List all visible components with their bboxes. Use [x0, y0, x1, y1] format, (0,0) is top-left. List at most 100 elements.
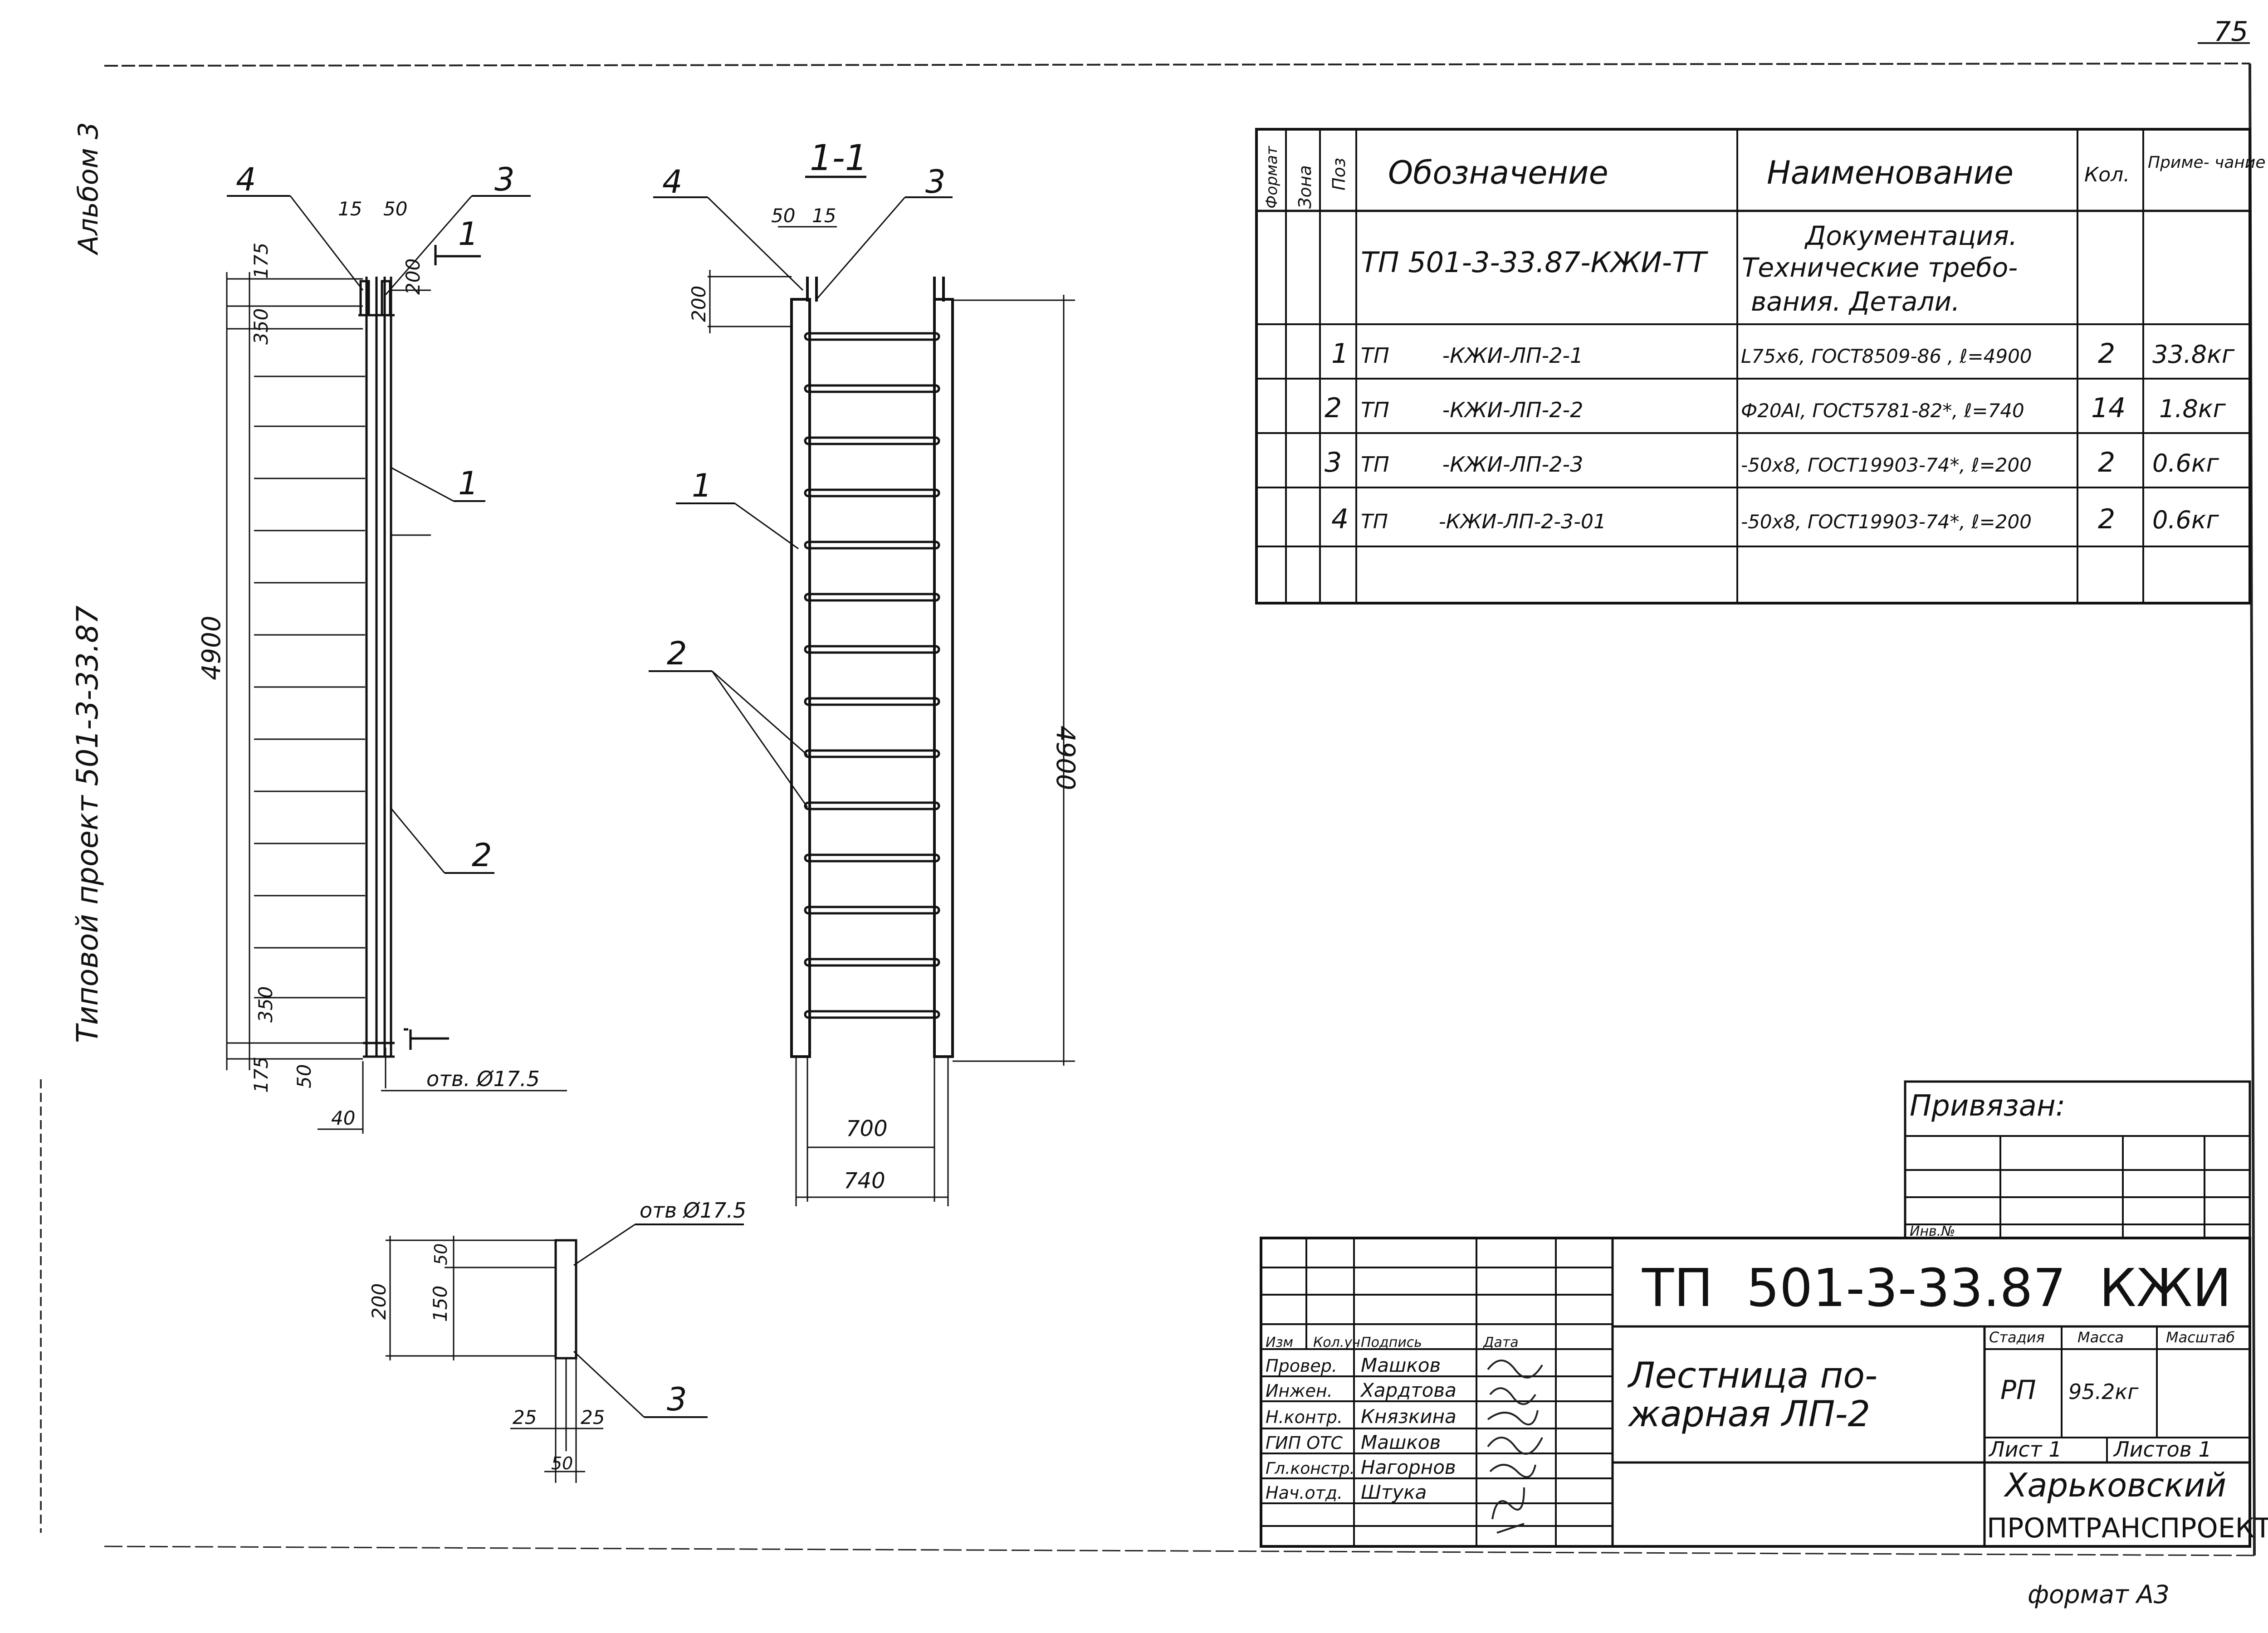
- spec-row-3-name: -50x8, ГОСТ19903-74*, ℓ=200: [1741, 454, 2032, 476]
- spec-row-0-designation: ТП 501-3-33.87-КЖИ-ТТ: [1361, 246, 1708, 279]
- tied-label: Привязан:: [1910, 1089, 2065, 1123]
- section-title: 1-1: [810, 138, 867, 179]
- spec-header-zone: Зона: [1295, 165, 1315, 209]
- elev-callout-1: 1: [458, 465, 479, 502]
- spec-header-format: Формат: [1263, 146, 1281, 209]
- role-0: Провер.: [1266, 1356, 1337, 1376]
- scale-header: Масштаб: [2166, 1329, 2235, 1346]
- col-header-0: Изм: [1266, 1335, 1293, 1350]
- section-rungs: [804, 332, 940, 1019]
- spec-row-4-name: -50x8, ГОСТ19903-74*, ℓ=200: [1741, 511, 2032, 533]
- elevation-labels: 15 50 200 175 350 4900 350 175 50 40 отв…: [197, 161, 540, 1129]
- elev-dim-50-bot: 50: [293, 1064, 315, 1088]
- col-header-1: Кол.уч: [1313, 1335, 1360, 1350]
- title-block-texts: ТП 501-3-33.87 КЖИ Лестница по- жарная Л…: [1266, 1258, 2268, 1544]
- sect-dim-15: 15: [812, 205, 836, 227]
- title-line-2: жарная ЛП-2: [1628, 1394, 1870, 1435]
- col-header-2: Подпись: [1361, 1335, 1422, 1350]
- elev-callout-2: 2: [472, 837, 492, 874]
- plate-detail: [386, 1224, 744, 1483]
- spec-row-1-qty: 2: [2098, 338, 2115, 370]
- org-line-2: ПРОМТРАНСПРОЕКТ: [1987, 1512, 2268, 1544]
- plate-dim-50b: 50: [551, 1453, 573, 1473]
- spec-row-0-name-l3: вания. Детали.: [1751, 286, 1960, 317]
- spec-row-2-name: Ф20АI, ГОСТ5781-82*, ℓ=740: [1741, 400, 2024, 422]
- sect-callout-1: 1: [692, 467, 712, 504]
- spec-headers: Формат Зона Поз Обозначение Наименование…: [1263, 146, 2265, 209]
- sheet-number: Лист 1: [1988, 1437, 2062, 1462]
- side-stamp-project: Типовой проект 501-3-33.87: [71, 605, 105, 1043]
- plate-dim-25a: 25: [513, 1406, 537, 1428]
- sect-dim-200: 200: [688, 286, 710, 322]
- spec-row-3-note: 0.6кг: [2152, 449, 2219, 478]
- col-header-3: Дата: [1482, 1335, 1519, 1350]
- plate-dim-50: 50: [431, 1243, 451, 1265]
- elev-dim-175-top: 175: [250, 243, 272, 279]
- stage-value: РП: [2000, 1375, 2036, 1405]
- spec-rows: ТП 501-3-33.87-КЖИ-ТТ Документация. Техн…: [1325, 220, 2235, 535]
- elevation-view: [226, 195, 567, 1134]
- spec-row-1-note: 33.8кг: [2152, 340, 2235, 369]
- elev-hole-label: отв. Ø17.5: [426, 1067, 540, 1091]
- sect-dim-740: 740: [844, 1168, 885, 1194]
- elev-dim-350-top: 350: [250, 308, 272, 345]
- spec-row-0-name: Документация. Технические требо- вания. …: [1742, 220, 2026, 317]
- spec-header-qty: Кол.: [2084, 163, 2130, 186]
- spec-table: [1255, 128, 2251, 604]
- title-block: [1260, 1237, 2251, 1548]
- elev-callout-4: 4: [236, 161, 256, 198]
- spec-row-4-note: 0.6кг: [2152, 506, 2219, 534]
- elev-dim-15: 15: [338, 198, 362, 220]
- plate-dim-150: 150: [429, 1286, 451, 1322]
- spec-header-designation: Обозначение: [1388, 154, 1608, 191]
- elev-dim-175-bot: 175: [250, 1057, 272, 1093]
- section-view: [649, 175, 1075, 1206]
- spec-row-4-pos: 4: [1331, 503, 1349, 535]
- elev-dim-40: 40: [331, 1107, 355, 1129]
- section-labels: 1-1 50 15 200 4900 700 740 4 3 1 2: [662, 138, 1080, 1194]
- elev-dim-50: 50: [383, 198, 407, 220]
- role-4-name: Нагорнов: [1361, 1456, 1456, 1478]
- spec-row-2-note: 1.8кг: [2159, 395, 2226, 423]
- tied-block: [1904, 1080, 2251, 1239]
- spec-row-0-name-l2: Технические требо-: [1742, 252, 2018, 283]
- plate-labels: отв Ø17.5 200 50 150 25 25 50 3: [368, 1198, 746, 1473]
- spec-row-1-name: L75x6, ГОСТ8509-86 , ℓ=4900: [1741, 345, 2032, 367]
- elev-callout-3: 3: [494, 161, 515, 198]
- sect-callout-2: 2: [667, 635, 687, 672]
- role-3-name: Машков: [1361, 1431, 1441, 1453]
- signature-scribbles: [1487, 1360, 1543, 1534]
- sect-dim-50: 50: [771, 205, 795, 227]
- title-line-1: Лестница по-: [1627, 1355, 1877, 1396]
- sect-callout-4: 4: [662, 163, 683, 200]
- stage-header: Стадия: [1989, 1329, 2045, 1346]
- spec-row-1-designation: ТП -КЖИ-ЛП-2-1: [1361, 343, 1583, 368]
- plate-dim-25b: 25: [581, 1406, 605, 1428]
- elevation-rung-lines: [227, 278, 431, 1060]
- sect-callout-3: 3: [925, 163, 946, 200]
- side-stamp-album: Альбом 3: [73, 122, 104, 256]
- spec-row-0-name-l1: Документация.: [1804, 220, 2017, 251]
- format-label: формат А3: [2028, 1580, 2170, 1609]
- role-2-name: Князкина: [1361, 1405, 1457, 1428]
- sect-dim-700: 700: [846, 1116, 888, 1141]
- spec-row-2-designation: ТП -КЖИ-ЛП-2-2: [1361, 398, 1583, 422]
- role-5-name: Штука: [1361, 1481, 1427, 1503]
- elev-dim-4900: 4900: [197, 615, 226, 680]
- spec-header-note: Приме- чание: [2148, 153, 2265, 172]
- sect-dim-4900: 4900: [1051, 726, 1080, 790]
- org-line-1: Харьковский: [2003, 1466, 2226, 1504]
- spec-row-3-pos: 3: [1325, 447, 1342, 478]
- page-number: 75: [2214, 16, 2248, 48]
- mass-value: 95.2кг: [2068, 1380, 2139, 1404]
- spec-header-name: Наименование: [1767, 154, 2014, 191]
- elev-dim-350-bot: 350: [254, 986, 277, 1023]
- mass-header: Масса: [2077, 1329, 2124, 1346]
- spec-row-2-pos: 2: [1325, 392, 1342, 424]
- plate-callout-3: 3: [667, 1381, 687, 1418]
- spec-row-2-qty: 14: [2091, 392, 2126, 424]
- role-1: Инжен.: [1266, 1381, 1333, 1401]
- elev-dim-200: 200: [402, 258, 424, 295]
- role-4: Гл.констр.: [1266, 1459, 1355, 1478]
